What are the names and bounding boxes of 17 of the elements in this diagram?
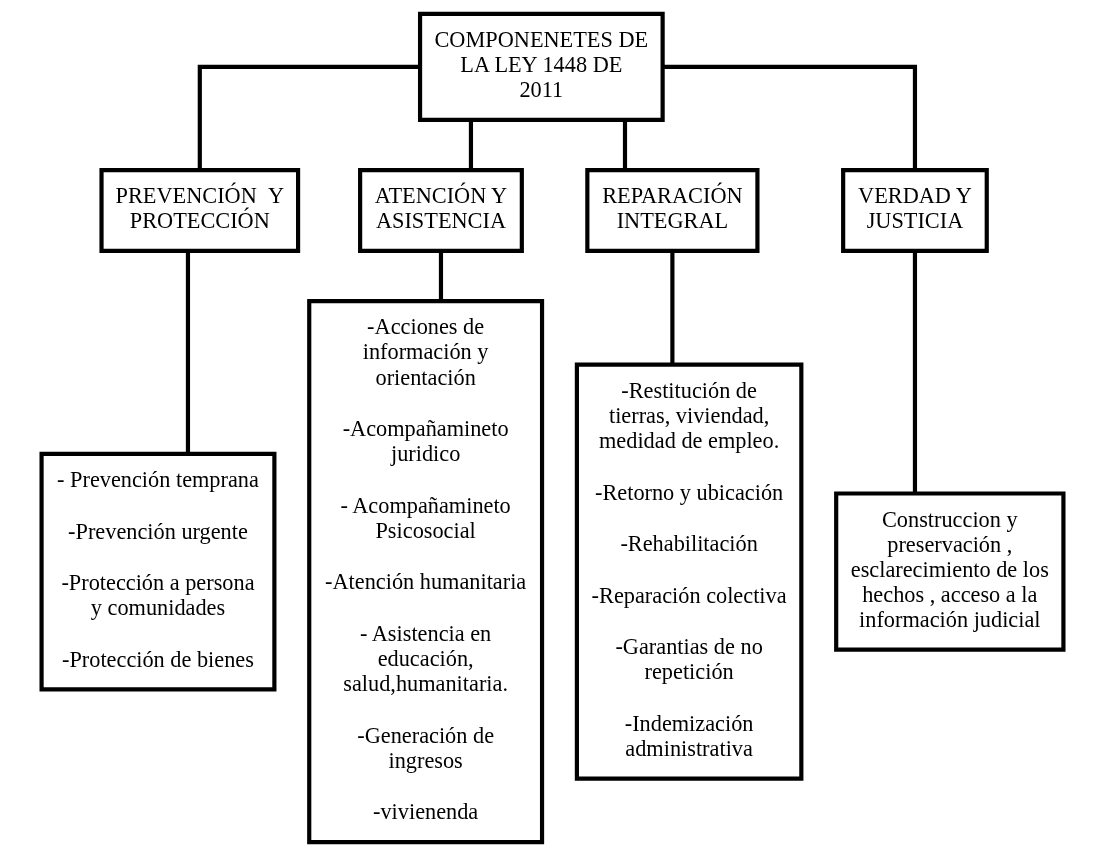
- node-box: -Restitución de tierras, viviendad, medidad de empleo. -Retorno y ubicación -Rehabilitación -Reparación colectiva -Garantias de no repetición -Indemización administrativa: [574, 362, 804, 781]
- connector: [468, 120, 474, 170]
- node-box: Construccion y preservación , esclarecimiento de los hechos , acceso a la información judicial: [834, 491, 1066, 652]
- connector: [912, 251, 918, 494]
- node-box: - Prevención temprana -Prevención urgente -Protección a persona y comunidades -Protección de bienes: [39, 451, 277, 692]
- node-box: REPARACIÓN INTEGRAL: [585, 168, 760, 254]
- node-box: VERDAD Y JUSTICIA: [841, 168, 989, 254]
- connector: [662, 64, 918, 170]
- node-box: COMPONENETES DE LA LEY 1448 DE 2011: [417, 11, 665, 122]
- node-box: ATENCIÓN Y ASISTENCIA: [358, 168, 524, 254]
- connector: [185, 251, 191, 454]
- connector: [622, 120, 628, 170]
- connector: [670, 251, 675, 365]
- connector: [438, 251, 444, 301]
- connector: [197, 64, 420, 170]
- node-box: -Acciones de información y orientación -Acompañamineto juridico - Acompañamineto Psicosocial -Atención humanitaria - Asistencia en educación, salud,humanitaria. -Generación de ingresos -vivienenda: [307, 299, 545, 845]
- node-box: PREVENCIÓN Y PROTECCIÓN: [99, 168, 301, 254]
